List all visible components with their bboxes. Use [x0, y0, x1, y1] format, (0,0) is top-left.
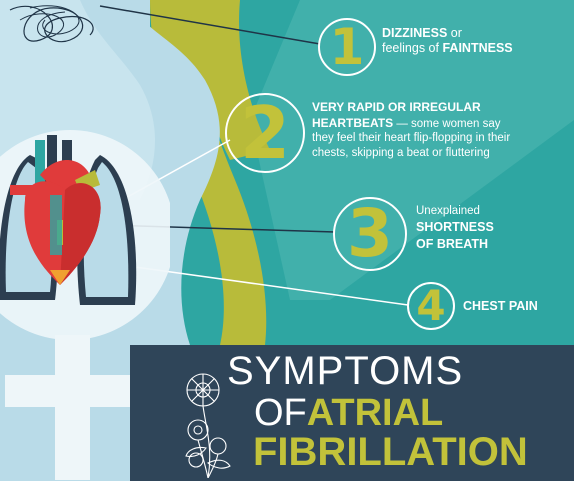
title-line-1: SYMPTOMS — [227, 349, 464, 393]
connector-1 — [99, 5, 321, 45]
symptom-text-2: VERY RAPID OR IRREGULAR HEARTBEATS — som… — [312, 100, 511, 160]
heart-illustration — [10, 135, 101, 285]
symptom-text-4: CHEST PAIN — [463, 299, 538, 313]
flowers-icon — [185, 373, 231, 478]
title-line-2: OFATRIAL — [254, 392, 444, 434]
symptom-number-1: 1 — [318, 18, 376, 76]
symptom-number-4: 4 — [407, 282, 455, 330]
title-line-3: FIBRILLATION — [253, 430, 528, 474]
symptom-number-3: 3 — [333, 197, 407, 271]
symptom-text-1: DIZZINESS or feelings of FAINTNESS — [382, 26, 513, 55]
scribble-icon — [9, 5, 94, 43]
symptom-text-3: Unexplained SHORTNESS OF BREATH — [416, 205, 494, 251]
symptom-number-2: 2 — [225, 93, 305, 173]
